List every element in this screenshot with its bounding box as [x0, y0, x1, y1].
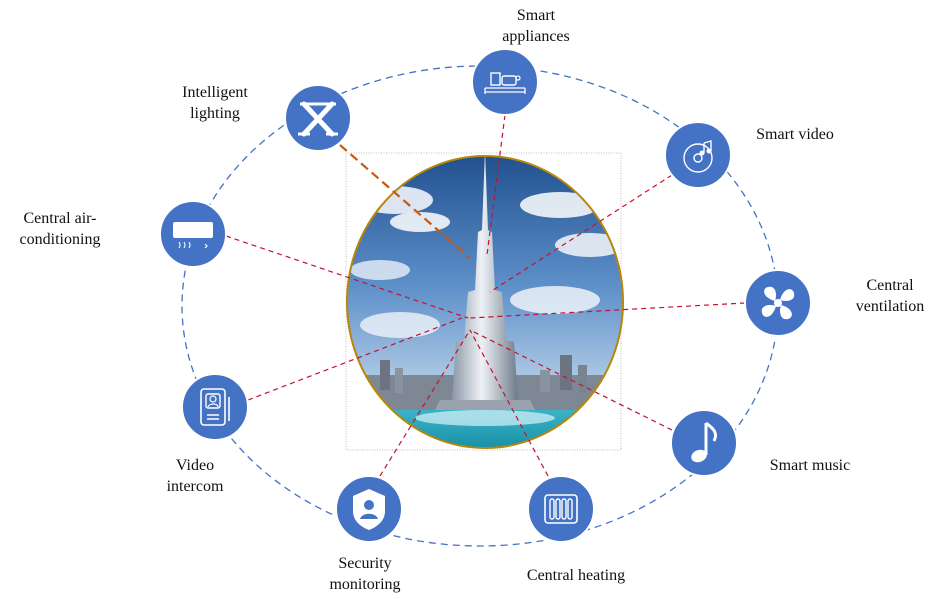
- node-central-heating: [527, 475, 595, 543]
- node-circle: [181, 373, 249, 441]
- connector-line-smart-video: [489, 174, 673, 293]
- label-line: Central: [866, 277, 914, 294]
- label-line: lighting: [190, 105, 240, 122]
- center-skyscraper-image: [347, 156, 623, 448]
- label-line: monitoring: [329, 576, 401, 593]
- label-smart-appliances: Smart appliances: [502, 5, 570, 47]
- node-central-air-conditioning: [159, 200, 227, 268]
- label-line: Intelligent: [182, 84, 248, 101]
- connector-line-central-heating: [469, 329, 549, 477]
- connector-line-security-monitoring: [379, 329, 471, 477]
- node-smart-video: [664, 121, 732, 189]
- node-security-monitoring: [335, 475, 403, 543]
- label-line: appliances: [502, 28, 570, 45]
- node-video-intercom: [181, 373, 249, 441]
- node-circle: [664, 121, 732, 189]
- label-line: Central heating: [526, 567, 626, 584]
- shield-user-icon: [353, 489, 385, 530]
- center-image-border: [346, 155, 624, 449]
- label-video-intercom: Video intercom: [167, 455, 224, 497]
- connector-line-intelligent-lighting: [339, 144, 471, 259]
- label-intelligent-lighting: Intelligent lighting: [182, 82, 248, 124]
- label-line: Security: [338, 555, 392, 572]
- node-central-ventilation: [744, 269, 812, 337]
- node-circle: [471, 48, 539, 116]
- connector-line-smart-appliances: [486, 114, 506, 256]
- fan-icon: [761, 286, 795, 320]
- node-circle: [670, 409, 738, 477]
- label-central-heating: Central heating: [527, 565, 625, 586]
- label-line: intercom: [166, 478, 224, 495]
- radiator-icon: [544, 494, 578, 524]
- air-conditioner-icon: [173, 222, 213, 249]
- appliances-icon: [484, 72, 526, 94]
- label-security-monitoring: Security monitoring: [329, 553, 400, 595]
- label-line: Smart: [516, 7, 556, 24]
- music-disc-icon: [683, 140, 713, 173]
- label-line: Smart video: [756, 126, 834, 143]
- label-line: Central air-: [23, 210, 97, 227]
- connector-line-smart-music: [469, 329, 673, 431]
- connector-line-central-air-conditioning: [225, 235, 469, 319]
- label-smart-music: Smart music: [770, 455, 850, 476]
- music-note-icon: [691, 421, 718, 463]
- node-circle: [527, 475, 595, 543]
- connector-line-video-intercom: [247, 317, 463, 401]
- label-line: Smart music: [769, 457, 851, 474]
- label-line: Video: [175, 457, 215, 474]
- label-central-air-conditioning: Central air-conditioning: [20, 208, 101, 250]
- label-line: ventilation: [855, 298, 925, 315]
- node-smart-music: [670, 409, 738, 477]
- intercom-icon: [200, 388, 230, 426]
- label-line: conditioning: [19, 231, 101, 248]
- node-smart-appliances: [471, 48, 539, 116]
- label-smart-video: Smart video: [756, 124, 834, 145]
- node-intelligent-lighting: [284, 84, 352, 152]
- connector-line-central-ventilation: [469, 302, 746, 319]
- node-circles: [159, 48, 812, 543]
- label-central-ventilation: Central ventilation: [856, 275, 924, 317]
- lighting-icon: [298, 101, 338, 137]
- connector-lines: [225, 114, 746, 477]
